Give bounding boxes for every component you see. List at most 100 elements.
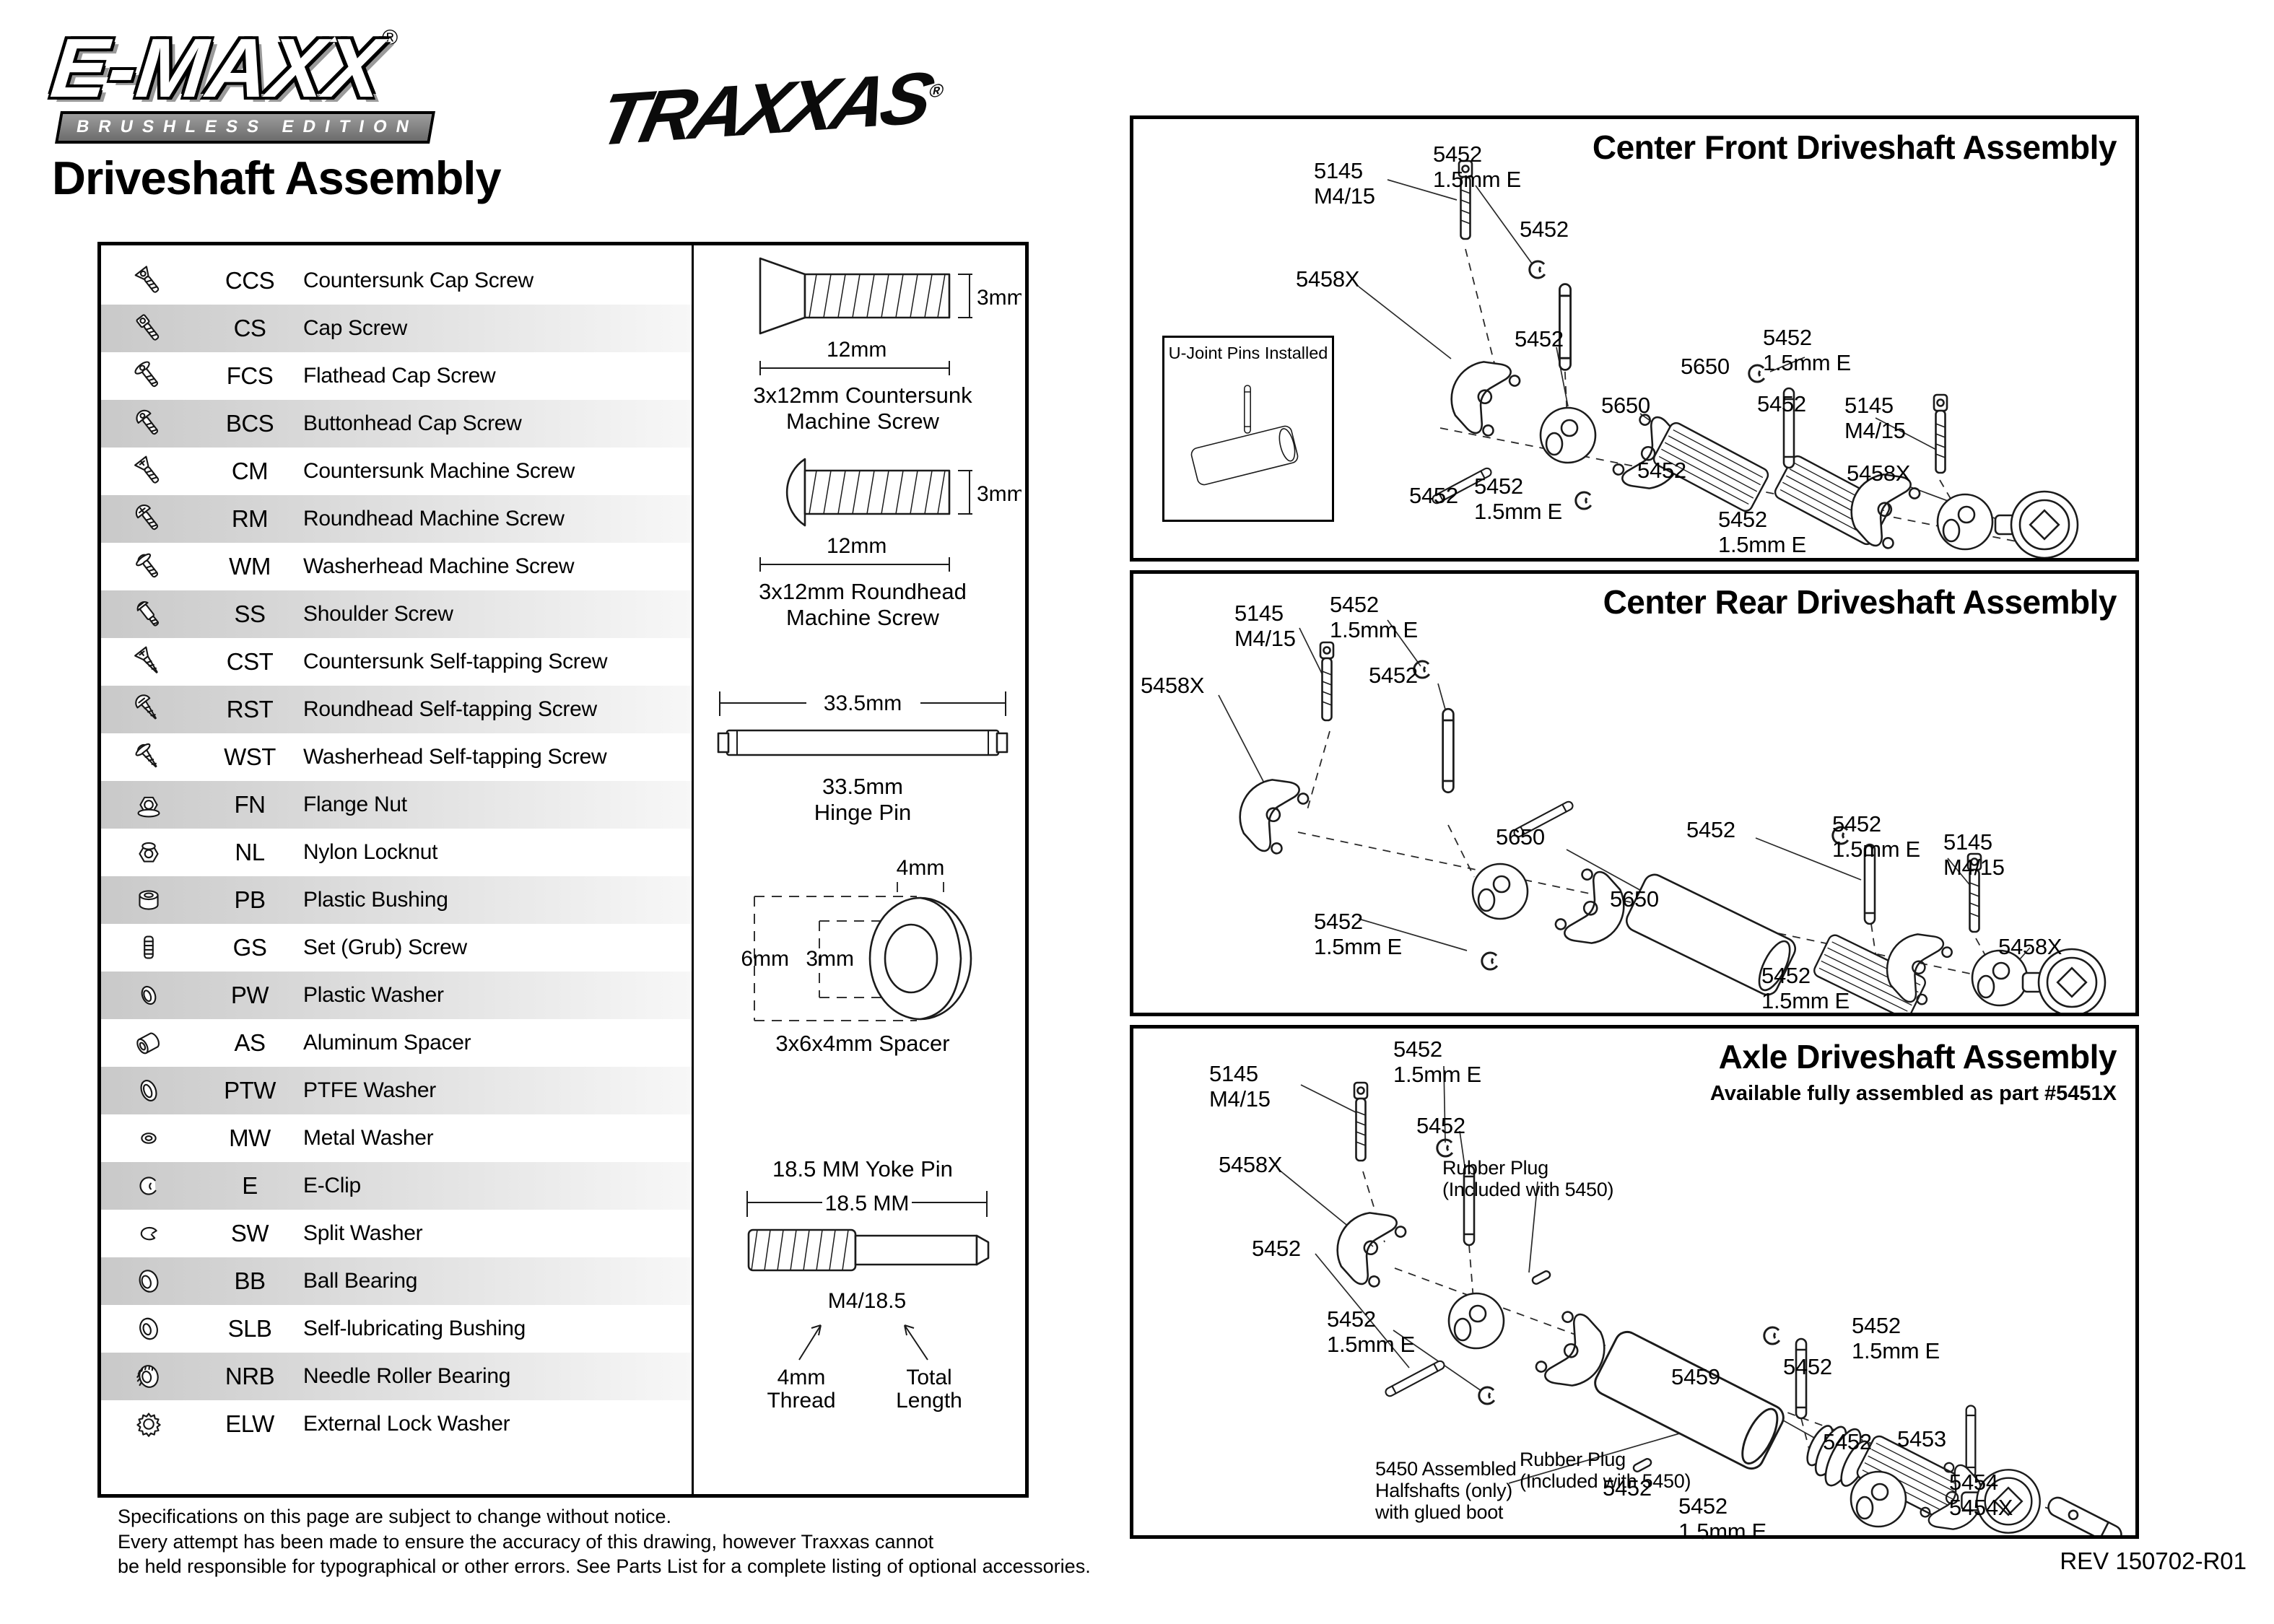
dim-12mm: 12mm — [827, 534, 886, 558]
part-label: 5452 — [1757, 391, 1806, 416]
legend-label: Cap Screw — [303, 316, 408, 340]
part-label: 5458X — [1219, 1152, 1283, 1177]
legend-row: SS Shoulder Screw — [101, 590, 692, 638]
dim-3mm: 3mm — [977, 286, 1021, 310]
registered-mark: ® — [382, 26, 398, 50]
legend-label: Flathead Cap Screw — [303, 364, 496, 388]
legend-abbr: MW — [229, 1125, 271, 1151]
legend-label: Roundhead Self-tapping Screw — [303, 697, 597, 721]
legend-abbr: BB — [234, 1267, 266, 1294]
part-label: 5458X — [1296, 266, 1360, 292]
self-lubricating-bushing-icon — [101, 1309, 196, 1348]
part-label: 5452 — [1783, 1354, 1832, 1379]
legend-label: Washerhead Machine Screw — [303, 554, 575, 578]
legend-abbr: SW — [230, 1220, 269, 1247]
yoke-pin-figure: 18.5 MM Yoke Pin 18.5 MM M4/18.5 4mm Thr… — [704, 1156, 1021, 1415]
part-label: 5452 — [1520, 217, 1569, 242]
part-label: 5650 — [1610, 886, 1659, 912]
washerhead-self-tapping-screw-icon — [101, 738, 196, 777]
panel-title: Center Rear Driveshaft Assembly — [1603, 583, 2117, 621]
legend-row: FCS Flathead Cap Screw — [101, 352, 692, 400]
part-label: Rubber Plug(Included with 5450) — [1520, 1449, 1691, 1493]
ujoint-note-box: U-Joint Pins Installed — [1162, 336, 1334, 522]
dim-33.5mm: 33.5mm — [824, 691, 902, 715]
plastic-bushing-icon — [101, 881, 196, 920]
brushless-edition-banner: BRUSHLESS EDITION — [55, 111, 435, 144]
dim-3mm: 3mm — [806, 947, 854, 971]
legend-label: Plastic Bushing — [303, 888, 448, 912]
washerhead-machine-screw-icon — [101, 547, 196, 586]
plastic-washer-icon — [101, 976, 196, 1015]
legend-row: E E-Clip — [101, 1162, 692, 1210]
legend-label: E-Clip — [303, 1174, 361, 1197]
legend-abbr: GS — [232, 934, 267, 961]
part-label: 5452 — [1637, 458, 1686, 483]
panel-subtitle: Available fully assembled as part #5451X — [1709, 1082, 2117, 1105]
legend-abbr: WST — [224, 743, 276, 770]
part-label: 5452 — [1686, 817, 1735, 842]
svg-text:Thread: Thread — [767, 1389, 835, 1413]
nylon-locknut-icon — [101, 833, 196, 872]
part-label: 5452 — [1369, 663, 1418, 688]
legend-label: Self-lubricating Bushing — [303, 1317, 526, 1340]
legend-label: Roundhead Machine Screw — [303, 507, 565, 531]
traxxas-logo: TRAXXAS® — [591, 56, 946, 162]
legend-label: External Lock Washer — [303, 1412, 510, 1436]
center-front-diagram — [1358, 160, 2079, 558]
panel-center-rear: Center Rear Driveshaft Assembly 5458X 514… — [1130, 570, 2139, 1016]
set-grub-screw-icon — [101, 928, 196, 967]
part-label: 5452 — [1515, 326, 1564, 352]
flange-nut-icon — [101, 785, 196, 824]
legend-abbr: PW — [230, 982, 269, 1008]
legend-abbr: NL — [235, 839, 265, 865]
legend-label: Countersunk Cap Screw — [303, 269, 533, 292]
roundhead-machine-screw-icon — [101, 499, 196, 538]
part-label: 5452 — [1823, 1429, 1872, 1454]
legend-abbr: NRB — [225, 1363, 275, 1389]
axle-diagram — [1278, 1065, 2126, 1535]
part-label: 5650 — [1601, 393, 1650, 418]
legend-abbr: SS — [234, 601, 266, 627]
legend-label: Aluminum Spacer — [303, 1031, 471, 1055]
dim-12mm: 12mm — [827, 338, 886, 362]
part-label: 5458X — [1141, 673, 1205, 698]
ujoint-note-text: U-Joint Pins Installed — [1168, 344, 1328, 362]
legend-abbr: SLB — [227, 1315, 272, 1342]
page-title: Driveshaft Assembly — [52, 152, 502, 204]
dim-18.5mm: 18.5 MM — [825, 1192, 910, 1215]
legend-abbr: PTW — [224, 1077, 276, 1104]
split-washer-icon — [101, 1214, 196, 1253]
spacer-figure: 4mm 6mm 3mm 3x6x4mm Spacer — [704, 856, 1021, 1057]
svg-text:Total: Total — [906, 1366, 951, 1389]
roundhead-self-tapping-screw-icon — [101, 690, 196, 729]
legend-abbr: CST — [226, 648, 274, 675]
legend-abbr: E — [242, 1172, 258, 1199]
legend-label: Shoulder Screw — [303, 602, 453, 626]
legend-label: Countersunk Self-tapping Screw — [303, 650, 608, 673]
legend-abbr: FCS — [226, 362, 274, 389]
dim-6mm: 6mm — [741, 947, 789, 971]
part-label: 5458X — [1847, 460, 1911, 486]
part-label: 5452 — [1409, 483, 1458, 508]
legend-label: Nylon Locknut — [303, 840, 438, 864]
emaxx-logo: E-MAXX® BRUSHLESS EDITION Driveshaft Ass… — [47, 21, 557, 205]
emaxx-logo-text: E-MAXX — [47, 21, 387, 115]
